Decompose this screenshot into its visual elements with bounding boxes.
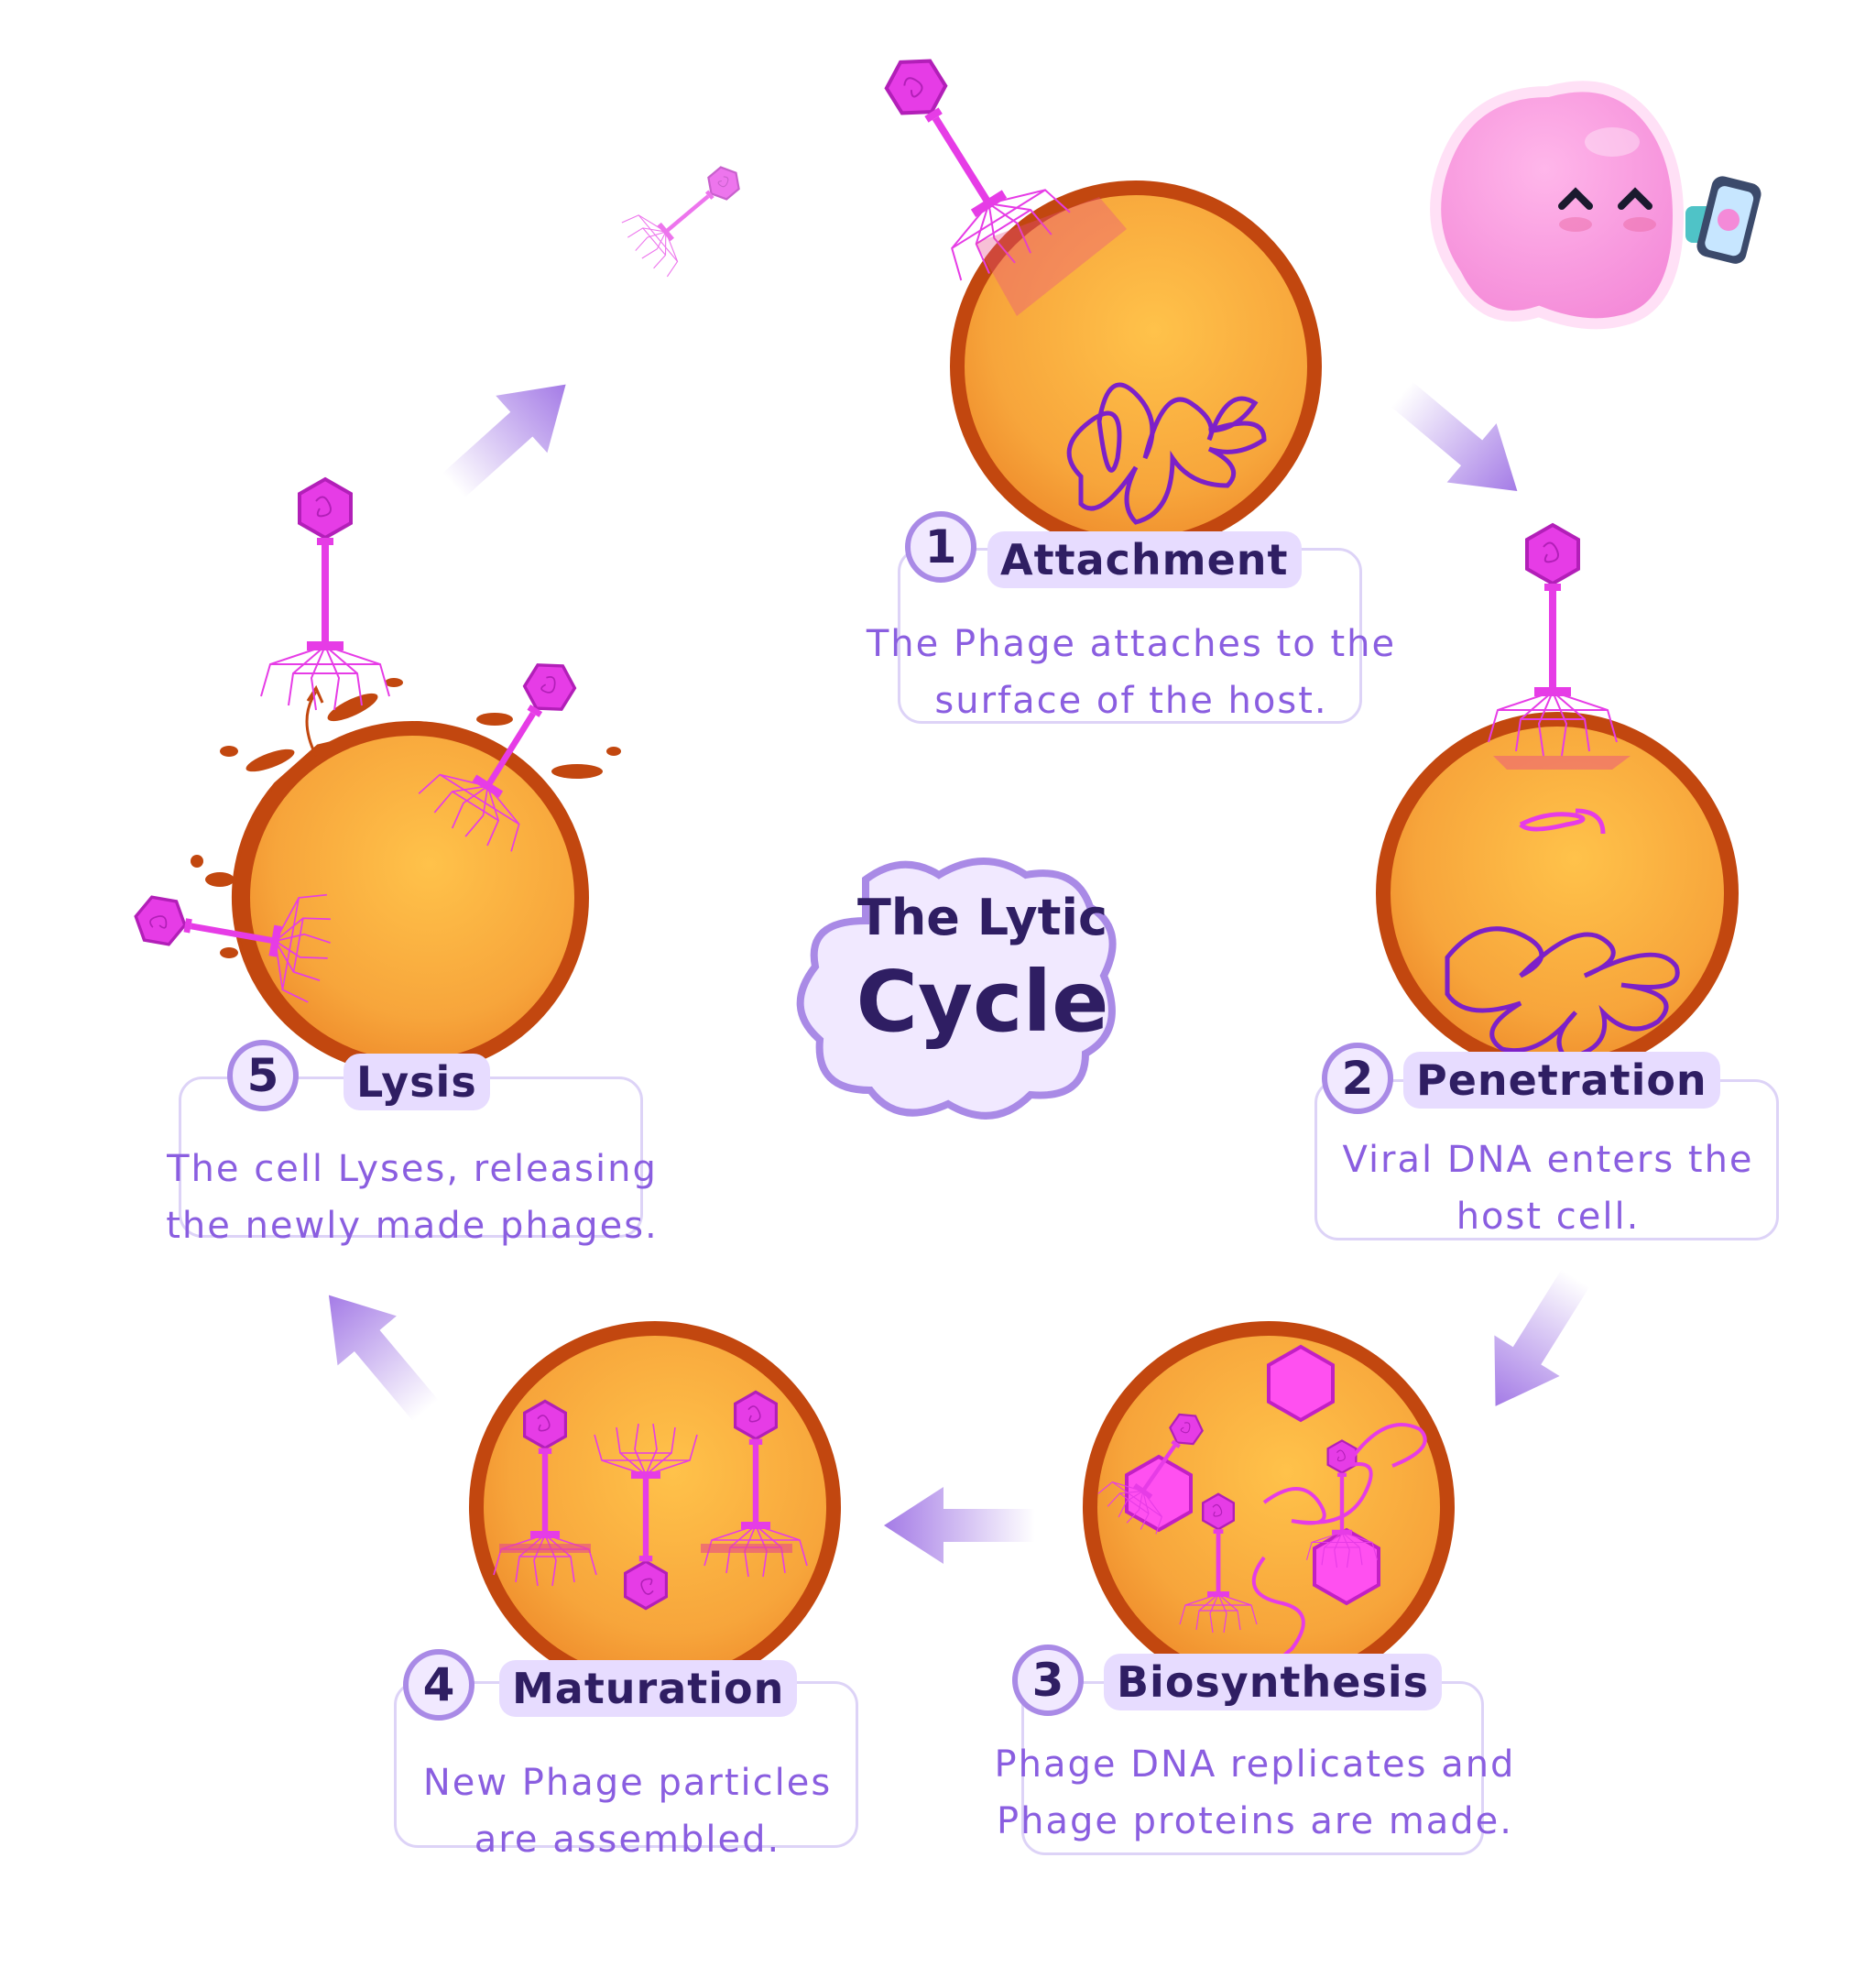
stage-3-title: Biosynthesis: [1104, 1654, 1443, 1710]
stage-4-desc-line-2: are assembled.: [474, 1819, 781, 1861]
stage-2-number: 2: [1322, 1043, 1393, 1114]
stage-2-desc-line-2: host cell.: [1456, 1196, 1641, 1238]
stage-5-desc-line-2: the newly made phages.: [166, 1205, 659, 1247]
title-cloud: [796, 858, 1117, 1120]
cell-1-attachment: [846, 28, 1322, 552]
arrow-5-to-release: [427, 355, 592, 515]
diagram-title: The Lytic Cycle: [824, 870, 1140, 1076]
stage-3-desc-line-2: Phage proteins are made.: [996, 1800, 1514, 1842]
dna-squiggle: [1066, 382, 1267, 525]
title-line-2: Cycle: [856, 953, 1109, 1051]
released-phage-1: [261, 479, 389, 710]
arrow-4-to-5: [299, 1270, 456, 1436]
stage-2-desc-line-1: Viral DNA enters the: [1342, 1139, 1754, 1181]
arrow-2-to-3: [1462, 1257, 1609, 1427]
stage-1-title: Attachment: [987, 531, 1302, 588]
stage-4-title: Maturation: [499, 1660, 798, 1717]
cell-5-lysis: [126, 637, 621, 1075]
title-line-1: The Lytic: [857, 889, 1107, 946]
stage-5-title: Lysis: [344, 1054, 490, 1110]
arrow-3-to-4: [884, 1487, 1035, 1564]
stage-1-number: 1: [905, 511, 976, 583]
stage-2-title: Penetration: [1403, 1052, 1720, 1109]
stage-5-number: 5: [227, 1040, 299, 1111]
cell-2-penetration: [1376, 525, 1739, 1075]
arrow-1-to-2: [1377, 364, 1543, 521]
stage-4-number: 4: [403, 1649, 474, 1721]
stage-3-number: 3: [1012, 1645, 1084, 1716]
stage-1-desc-line-2: surface of the host.: [934, 680, 1328, 722]
mascot-blob: [1430, 81, 1761, 330]
stage-5-desc-line-1: The cell Lyses, releasing: [167, 1148, 658, 1190]
released-phage-2: [616, 146, 759, 281]
cell-3-biosynthesis: [1083, 1321, 1455, 1693]
cell-4-maturation: [469, 1321, 841, 1693]
stage-3-desc-line-1: Phage DNA replicates and: [994, 1743, 1516, 1786]
stage-1-desc-line-1: The Phage attaches to the: [866, 623, 1397, 665]
stage-4-desc-line-1: New Phage particles: [422, 1762, 833, 1804]
